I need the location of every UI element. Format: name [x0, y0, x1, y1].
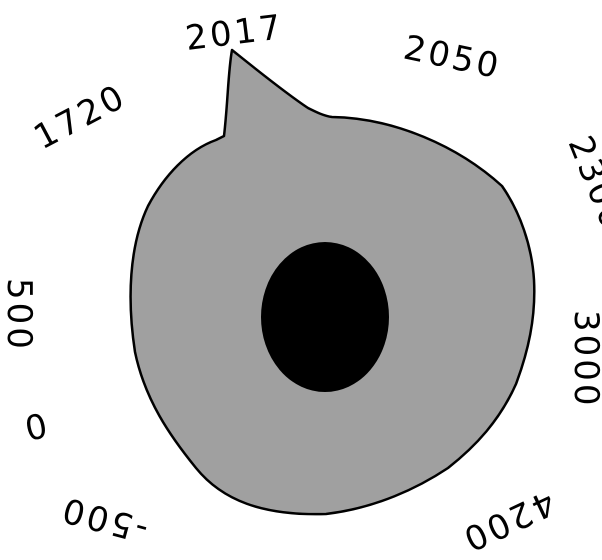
black-core	[262, 243, 388, 391]
label-500: 500	[0, 278, 39, 352]
label-2050: 2050	[400, 28, 505, 88]
label-neg500: -500	[56, 488, 152, 550]
label-3000: 3000	[566, 310, 602, 409]
label-2017: 2017	[183, 7, 286, 59]
label-2300: 2300	[560, 130, 602, 236]
label-4200: 4200	[455, 482, 561, 555]
label-0: 0	[22, 406, 54, 450]
label-1720: 1720	[27, 76, 133, 158]
